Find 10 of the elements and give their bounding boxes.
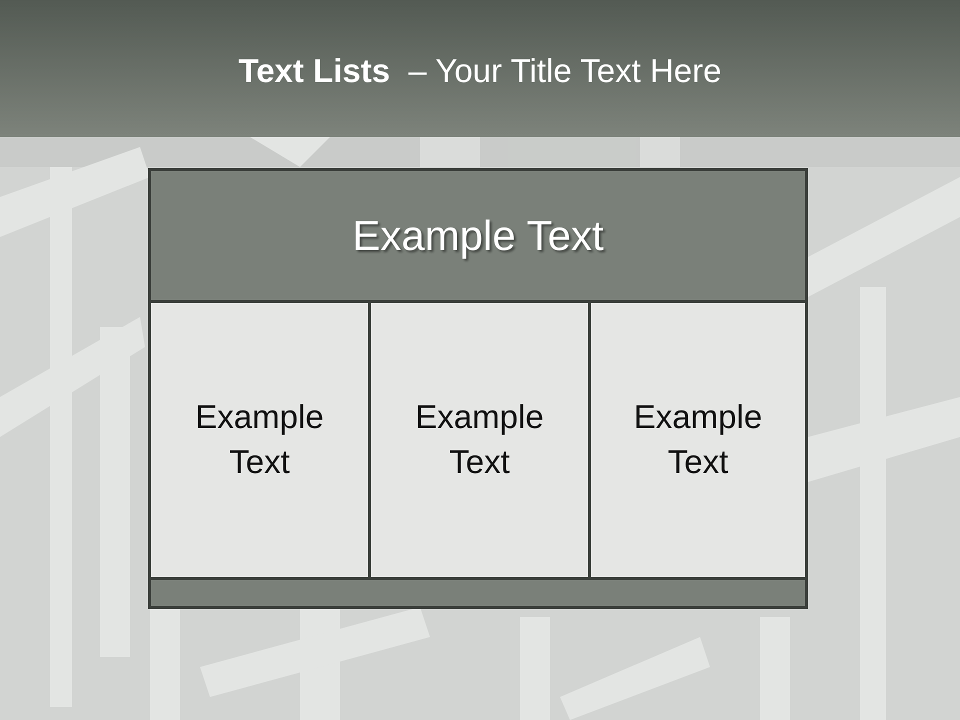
column-text: Example Text bbox=[632, 397, 764, 482]
column-panel bbox=[148, 300, 371, 580]
column-panel bbox=[368, 300, 591, 580]
slide-title: Text Lists – Your Title Text Here bbox=[238, 52, 722, 89]
column-text: Example Text bbox=[194, 397, 325, 482]
header-band bbox=[148, 168, 808, 303]
column-text: Example Text bbox=[414, 397, 545, 482]
column-panel bbox=[588, 300, 808, 580]
footer-bar bbox=[148, 577, 808, 609]
header-text: Example Text bbox=[352, 212, 604, 260]
